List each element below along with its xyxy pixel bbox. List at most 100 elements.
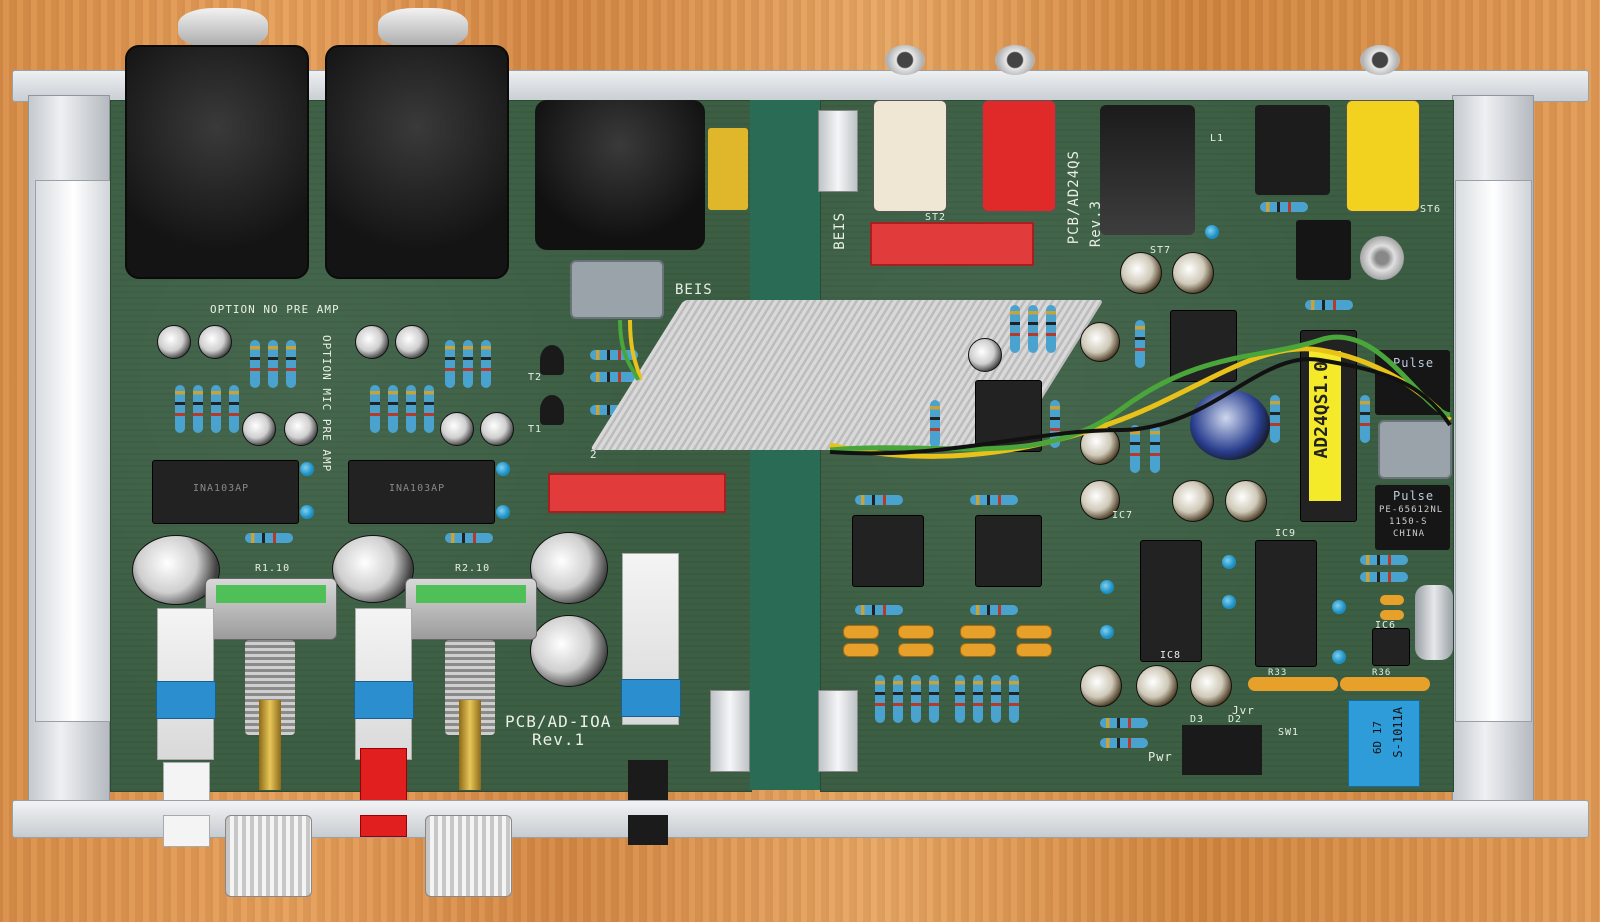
ceramic-capacitor [1380,610,1404,620]
electrolytic-capacitor [440,412,474,446]
electrolytic-capacitor [1080,322,1120,362]
opamp-chip [970,515,1047,587]
resistor [193,385,203,433]
ic8-chip [1135,540,1207,662]
ina103ap-chip-2: INA103AP [343,460,500,524]
resistor [268,340,278,388]
resistor [445,533,493,543]
electrolytic-capacitor-large [332,535,414,603]
resistor [175,385,185,433]
resistor [1150,425,1160,473]
front-button-red-cap[interactable] [360,815,407,837]
electrolytic-capacitor-large [530,532,608,604]
rca-jack-red [982,100,1056,212]
electrolytic-capacitor [242,412,276,446]
chip-marking: INA103AP [389,483,446,494]
xlr-connector-1 [125,45,309,279]
rca-jack-yellow [1346,100,1420,212]
beis-label-left: BEIS [675,282,713,298]
label-st6: ST6 [1420,204,1442,215]
resistor [1028,305,1038,353]
gain-knob-1-front[interactable] [225,815,312,897]
electrolytic-capacitor [355,325,389,359]
label-st2: ST2 [925,212,947,223]
electrolytic-capacitor [1120,252,1162,294]
solder-tab [710,690,750,772]
resistor [406,385,416,433]
label-d3: D3 [1190,714,1205,725]
electrolytic-capacitor-blue [1190,390,1270,460]
rca-jack-white [873,100,947,212]
label-d2: D2 [1228,714,1243,725]
resistor [855,495,903,505]
pushbutton-switch-1[interactable] [156,608,216,760]
ceramic-capacitor [300,462,314,476]
ceramic-capacitor [1222,595,1236,609]
electrolytic-capacitor [1172,252,1214,294]
electrolytic-capacitor [1080,665,1122,707]
film-capacitor [960,643,996,657]
resistor [1360,395,1370,443]
ceramic-capacitor [1380,595,1404,605]
ceramic-capacitor [1205,225,1219,239]
ic9-chip [1250,540,1322,667]
electrolytic-capacitor [1190,665,1232,707]
transformer-brand: Pulse [1393,489,1435,503]
transformer-sub: 1150-S [1389,517,1428,527]
ceramic-capacitor [1332,650,1346,664]
pot-wafer [416,585,526,603]
resistor [1360,555,1408,565]
pushbutton-switch-2[interactable] [354,608,414,760]
front-button-white-cap[interactable] [163,815,210,847]
transistor-t1 [540,395,564,425]
label-ic8: IC8 [1160,650,1182,661]
front-button-black-cap[interactable] [628,815,668,845]
xlr-latch-2 [378,8,468,48]
electrolytic-capacitor [284,412,318,446]
ina103ap-chip-1: INA103AP [147,460,304,524]
resistor [481,340,491,388]
film-capacitor [898,643,934,657]
pulse-transformer-2: Pulse PE-65612NL 1150-S CHINA [1375,485,1450,550]
potentiometer-r2[interactable] [405,578,537,640]
crystal-oscillator [1415,585,1453,660]
resistor [1100,718,1148,728]
resistor [893,675,903,723]
relay: S-1011A 6D 17 [1348,700,1420,787]
film-capacitor [843,643,879,657]
resistor [991,675,1001,723]
resistor [955,675,965,723]
ic6-chip [1367,628,1415,666]
label-ic9: IC9 [1275,528,1297,539]
resistor [590,372,638,382]
gain-knob-2-front[interactable] [425,815,512,897]
toslink-connector [1100,105,1195,235]
pushbutton-switch-3[interactable] [621,553,681,725]
pcb-ad24qs-label: PCB/AD24QS [1066,150,1082,245]
label-jvr: Jvr [1232,704,1255,717]
resistor [1009,675,1019,723]
ceramic-capacitor [496,462,510,476]
resistor [229,385,239,433]
resistor [590,350,638,360]
switch-actuator [156,681,216,719]
resistor [930,400,940,448]
optical-receiver [1255,105,1330,195]
beis-connector-right [1378,420,1452,479]
switch-actuator [621,679,681,717]
electrolytic-capacitor [480,412,514,446]
ceramic-capacitor [300,505,314,519]
resistor [1050,400,1060,448]
resistor [424,385,434,433]
electrolytic-capacitor [198,325,232,359]
transistor-t2 [540,345,564,375]
resistor [970,495,1018,505]
resistor [1270,395,1280,443]
transformer-part: PE-65612NL [1379,505,1444,515]
potentiometer-r1[interactable] [205,578,337,640]
mounting-pad [708,128,748,210]
r1-label: R1.10 [255,563,291,574]
rca-jack-top [885,45,925,75]
relay-label: S-1011A [1391,707,1405,758]
resistor [973,675,983,723]
